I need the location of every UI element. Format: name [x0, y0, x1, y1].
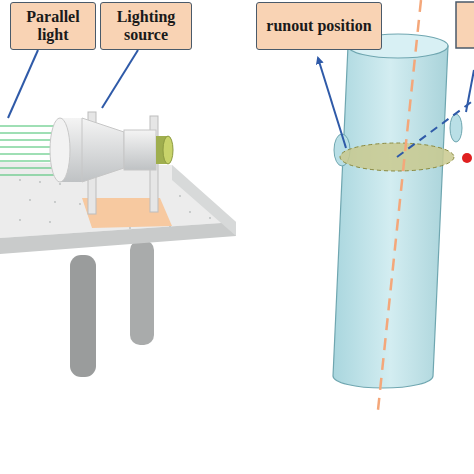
leader-line: [8, 50, 38, 118]
table-leg: [70, 240, 154, 377]
measuring-point: [462, 153, 472, 163]
label-box: Lighting source: [100, 2, 192, 50]
lighting-source-lamp: [50, 118, 173, 182]
label-text: runout position: [266, 17, 371, 35]
rotation-axis: [378, 0, 421, 410]
light-ray: [0, 126, 58, 175]
leader-arrow: [318, 58, 346, 148]
leader-line: [466, 70, 474, 112]
workpiece-cylinder: [333, 34, 462, 388]
label-box: runout position: [256, 2, 382, 50]
radius-line: [397, 100, 474, 157]
table: [0, 162, 236, 254]
lamp-stand: [82, 112, 172, 228]
cut-label-box: [456, 2, 474, 48]
label-text: Lighting source: [106, 8, 186, 45]
label-text: Parallel light: [16, 8, 90, 45]
label-box: Parallel light: [10, 2, 96, 50]
leader-line: [102, 50, 138, 108]
